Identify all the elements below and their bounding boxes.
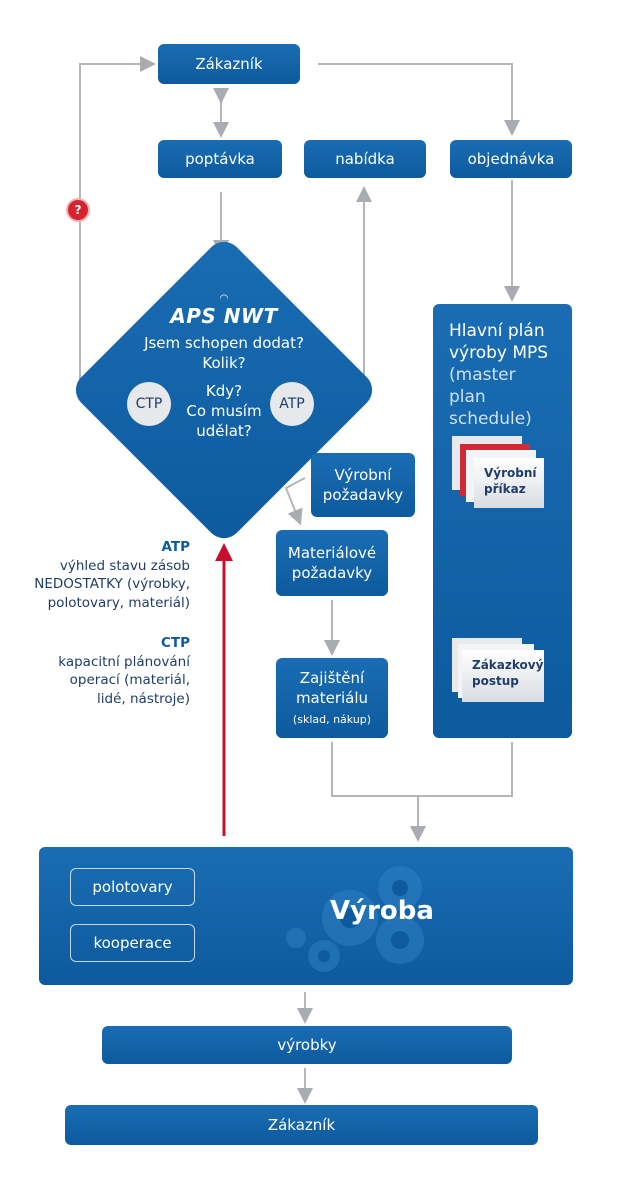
ctp-note-line-2: operací (materiál, [69,672,190,689]
bottom-customer-box: Zákazník [65,1105,538,1145]
logo-swoosh-icon: ◠ [219,293,229,304]
production-requirements-line-1: Výrobní [334,465,392,484]
products-label: výrobky [277,1036,337,1054]
inquiry-box: poptávka [158,140,282,178]
ctp-badge: CTP [127,382,171,426]
ctp-note-line-3: lidé, nástroje) [97,690,190,707]
diamond-line-3: Kdy? [205,382,243,400]
diamond-line-4: Co musím [186,402,262,420]
arrow-diamond-requirements [284,477,306,526]
cooperation-label: kooperace [93,934,172,952]
diamond-line-5: udělat? [196,422,252,440]
aps-nwt-logo: APS NWT [170,304,278,328]
production-block [39,847,573,985]
atp-note: ATP výhled stavu zásob NEDOSTATKY (výrob… [30,538,190,613]
atp-label: ATP [279,396,305,412]
production-order-doc: Výrobní příkaz [474,458,544,508]
material-supply-line-2: materiálu [295,688,369,707]
gears-icon [286,866,424,972]
ctp-note-title: CTP [160,635,190,651]
mps-subtitle-2: schedule) [449,409,532,430]
material-requirements-box: Materiálové požadavky [276,530,388,596]
order-label: objednávka [467,150,555,168]
atp-badge: ATP [270,382,314,426]
arrow-customer-order [318,63,520,136]
question-mark-text: ? [74,203,82,217]
arrow-diamond-offer [352,186,372,387]
material-requirements-line-2: požadavky [291,564,373,582]
question-badge: ? [66,198,90,222]
job-route-line-2: postup [472,673,519,688]
production-order-line-1: Výrobní [484,466,537,480]
offer-box: nabídka [304,140,426,178]
cooperation-box: kooperace [70,924,195,962]
production-requirements-line-2: požadavky [322,486,404,504]
top-customer-box: Zákazník [158,44,300,84]
production-order-line-2: příkaz [484,481,526,496]
mps-title-1: Hlavní plán [449,321,545,341]
inquiry-label: poptávka [185,150,255,168]
material-supply-line-3: (sklad, nákup) [292,713,372,727]
order-box: objednávka [450,140,572,178]
ctp-note: CTP kapacitní plánování operací (materiá… [30,634,190,709]
top-customer-label: Zákazník [195,55,263,73]
material-supply-line-1: Zajištění [299,668,365,687]
material-requirements-line-1: Materiálové [287,543,377,562]
diamond-content: ◠ APS NWT Jsem schopen dodat? Kolik? Kdy… [120,293,328,441]
semi-products-box: polotovary [70,868,195,906]
mps-subtitle-1: (master plan [449,365,516,408]
atp-note-line-2: NEDOSTATKY (výrobky, [34,576,190,593]
mps-title-2: výroby MPS [449,343,549,364]
diamond-line-1: Jsem schopen dodat? [144,334,304,352]
material-supply-box: Zajištění materiálu (sklad, nákup) [276,658,388,738]
production-requirements-box: Výrobní požadavky [311,453,415,517]
atp-note-line-1: výhled stavu zásob [59,557,190,574]
ctp-note-line-1: kapacitní plánování [58,653,190,670]
production-title: Výroba [330,896,434,926]
job-route-line-1: Zákazkový [472,658,544,672]
semi-products-label: polotovary [92,878,173,896]
job-route-doc: Zákazkový postup [462,650,544,702]
atp-note-title: ATP [161,539,190,555]
offer-label: nabídka [335,150,395,168]
diamond-line-2: Kolik? [202,354,246,372]
products-box: výrobky [102,1026,512,1064]
line-merge [331,742,513,797]
atp-note-line-3: polotovary, materiál) [47,594,190,611]
ctp-label: CTP [135,396,163,412]
bottom-customer-label: Zákazník [267,1116,336,1134]
